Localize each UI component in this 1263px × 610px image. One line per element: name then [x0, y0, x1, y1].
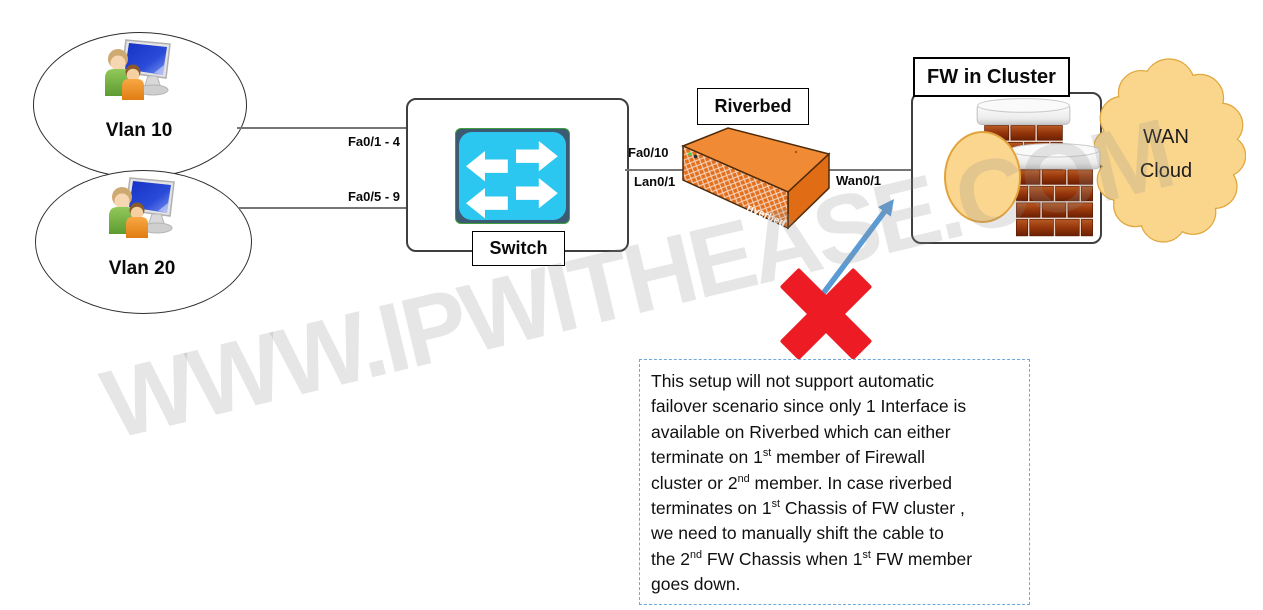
switch-arrows-icon [466, 141, 558, 219]
link-vlan10-switch [237, 127, 407, 129]
riverbed-label: Riverbed [697, 88, 809, 125]
switch-icon [455, 128, 570, 224]
switch-label: Switch [472, 231, 565, 266]
vlan20-users-icon [108, 177, 175, 239]
wan-cloud-label: WAN Cloud [1110, 120, 1222, 188]
port-label-fa05-9: Fa0/5 - 9 [347, 189, 400, 204]
port-label-wan01: Wan0/1 [836, 173, 882, 188]
wan-cloud-label-line1: WAN [1143, 126, 1189, 148]
fw-cluster-ball [944, 131, 1021, 223]
riverbed-appliance-icon: riverbed [681, 127, 831, 230]
failover-arrow-icon [819, 199, 894, 297]
firewall2-icon [1008, 143, 1101, 237]
link-switch-riverbed [625, 169, 683, 171]
port-label-fa010: Fa0/10 [628, 145, 669, 160]
red-x-icon [780, 268, 872, 360]
wan-cloud-icon [1094, 58, 1246, 243]
link-riverbed-fw [829, 169, 911, 171]
wan-cloud-label-line2: Cloud [1139, 160, 1193, 182]
vlan20-label: Vlan 20 [108, 258, 176, 279]
vlan10-label: Vlan 10 [105, 120, 173, 141]
port-label-lan01: Lan0/1 [634, 174, 676, 189]
port-label-fa01-4: Fa0/1 - 4 [347, 134, 400, 149]
fw-cluster-label: FW in Cluster [913, 57, 1070, 97]
vlan10-users-icon [104, 39, 171, 101]
link-vlan20-switch [238, 207, 407, 209]
